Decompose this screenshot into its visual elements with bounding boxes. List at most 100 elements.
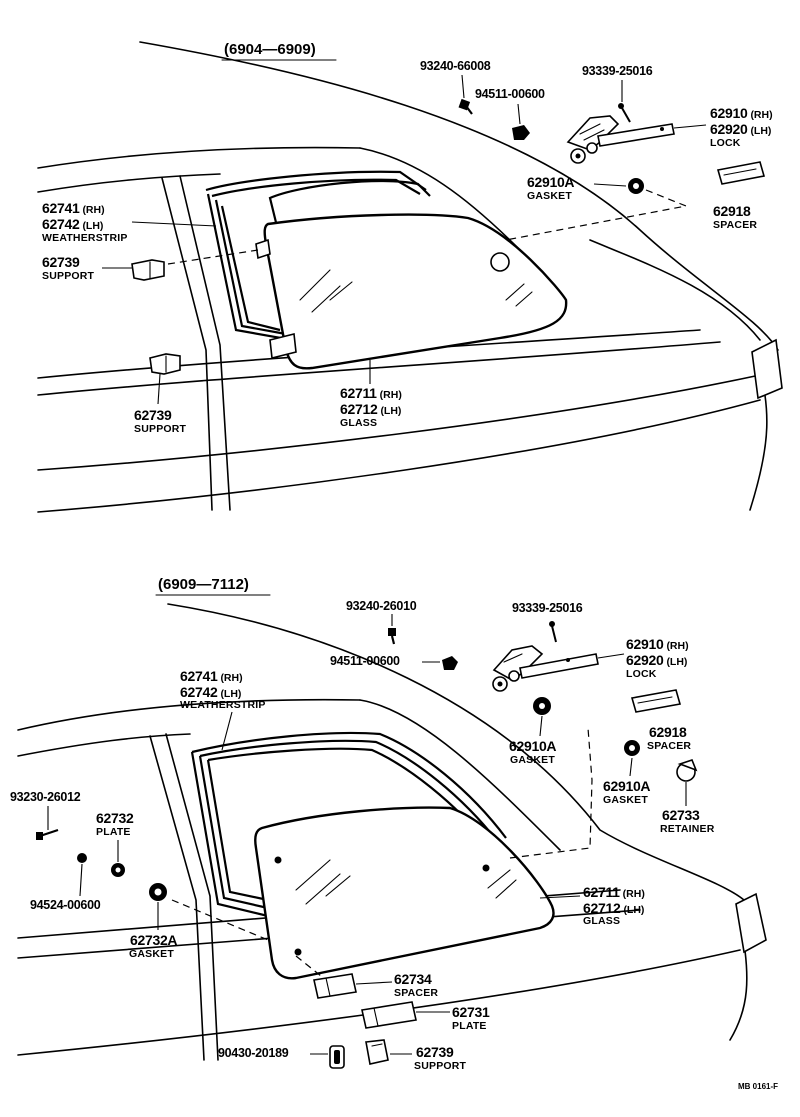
weatherstrip-name: WEATHERSTRIP bbox=[42, 232, 128, 244]
diagram-lower-header: (6909—7112) bbox=[158, 576, 249, 593]
clip-icon bbox=[329, 1045, 345, 1069]
spacer-name-lower: SPACER bbox=[647, 740, 691, 752]
lock-pn-line2-lower: 62920(LH) bbox=[626, 652, 687, 668]
gasket-a-pn: 62910A bbox=[509, 738, 556, 754]
lock-assembly-icon bbox=[566, 115, 675, 164]
screw-b-label-lower: 93339-25016 bbox=[512, 601, 583, 615]
weatherstrip-pn-line2-lower: 62742(LH) bbox=[180, 684, 241, 700]
gasket-pn: 62910A bbox=[527, 174, 574, 190]
door-post-lower-rear bbox=[165, 733, 219, 1061]
weatherstrip-top-2 bbox=[211, 178, 421, 198]
gasket-a-name: GASKET bbox=[510, 754, 555, 766]
spacer-b-pn: 62734 bbox=[394, 971, 432, 987]
weatherstrip-inner-2 bbox=[220, 205, 281, 332]
support-icon bbox=[365, 1039, 389, 1065]
spacer-b-name: SPACER bbox=[394, 987, 438, 999]
weatherstrip-pn-line1-lower: 62741(RH) bbox=[180, 668, 243, 684]
gasket-icon bbox=[149, 883, 167, 901]
glass-hole-upper bbox=[490, 252, 510, 272]
weatherstrip-lower-top bbox=[191, 731, 507, 839]
weatherstrip-lower-1 bbox=[190, 751, 269, 918]
weatherstrip-name-lower: WEATHERSTRIP bbox=[180, 699, 266, 711]
weatherstrip-inner-1 bbox=[214, 199, 287, 336]
retainer-name: RETAINER bbox=[660, 823, 715, 835]
nut-a-label: 94511-00600 bbox=[475, 87, 545, 101]
lock-assembly-icon bbox=[492, 645, 599, 692]
glass-hole-2 bbox=[482, 864, 490, 872]
glass-hole-3 bbox=[294, 948, 302, 956]
gasket-icon bbox=[533, 697, 551, 715]
screw-icon bbox=[388, 628, 396, 645]
support-lower-name: SUPPORT bbox=[134, 423, 187, 435]
plate-b-name: PLATE bbox=[452, 1020, 487, 1032]
weatherstrip-pn-line1: 62741(RH) bbox=[42, 200, 105, 216]
beltline-top bbox=[37, 146, 361, 169]
gasket-b-name: GASKET bbox=[603, 794, 648, 806]
spacer-name: SPACER bbox=[713, 219, 757, 231]
spacer-icon bbox=[313, 973, 357, 999]
nut-b-label: 94524-00600 bbox=[30, 898, 101, 912]
glass-pn-line1-lower: 62711(RH) bbox=[583, 884, 645, 900]
support-pn-lower: 62739 bbox=[416, 1044, 454, 1060]
tail-lamp-lower bbox=[735, 892, 767, 954]
lock-name: LOCK bbox=[710, 137, 741, 149]
sill-line-2 bbox=[37, 399, 761, 513]
screw-c-label: 93230-26012 bbox=[10, 790, 81, 804]
sill-line bbox=[37, 374, 761, 471]
support-upper-pn: 62739 bbox=[42, 254, 80, 270]
gasket-b-pn: 62910A bbox=[603, 778, 650, 794]
screw-icon bbox=[549, 621, 557, 643]
glass-name-lower: GLASS bbox=[583, 915, 620, 927]
nut-icon bbox=[442, 656, 458, 670]
plate-a-pn: 62732 bbox=[96, 810, 134, 826]
dashed-line-support bbox=[167, 249, 259, 265]
support-name-lower: SUPPORT bbox=[414, 1060, 467, 1072]
gasket-c-name: GASKET bbox=[129, 948, 174, 960]
beltline-lower-inner bbox=[17, 733, 191, 757]
weatherstrip-pn-line2: 62742(LH) bbox=[42, 216, 103, 232]
screw-icon bbox=[618, 103, 631, 123]
glass-pn-line1: 62711(RH) bbox=[340, 385, 402, 401]
side-glass-upper bbox=[263, 213, 568, 370]
nut-icon bbox=[77, 853, 87, 863]
rear-pillar bbox=[589, 239, 761, 341]
window-rear-lower bbox=[359, 699, 561, 851]
side-glass-lower bbox=[254, 806, 555, 980]
roof-line-lower bbox=[167, 603, 745, 901]
screw-b-label: 93339-25016 bbox=[582, 64, 653, 78]
retainer-icon bbox=[676, 759, 698, 782]
weatherstrip-top bbox=[205, 170, 427, 192]
glass-hole-1 bbox=[274, 856, 282, 864]
gasket-name: GASKET bbox=[527, 190, 572, 202]
beltline-lower-2 bbox=[37, 341, 721, 396]
plate-icon bbox=[361, 1001, 417, 1029]
gasket-icon bbox=[628, 178, 644, 194]
glass-reflection-lower bbox=[295, 859, 517, 905]
plate-b-pn: 62731 bbox=[452, 1004, 490, 1020]
reference-code: MB 0161-F bbox=[738, 1082, 778, 1091]
screw-a-label: 93240-66008 bbox=[420, 59, 491, 73]
beltline-lower-top bbox=[17, 698, 361, 731]
support-upper-name: SUPPORT bbox=[42, 270, 95, 282]
door-post-lower-front bbox=[149, 735, 205, 1061]
dashed-line-retainer bbox=[509, 727, 593, 859]
support-icon bbox=[131, 259, 165, 281]
weatherstrip-lower-2 bbox=[198, 755, 269, 910]
roof-line bbox=[139, 41, 779, 351]
dashed-line-plate bbox=[171, 899, 269, 941]
weatherstrip-frame-lower bbox=[190, 731, 507, 918]
screw-icon bbox=[458, 98, 473, 115]
frame-clip-1 bbox=[255, 238, 271, 260]
support-icon bbox=[149, 353, 181, 375]
spacer-icon bbox=[716, 161, 766, 185]
screw-icon bbox=[36, 828, 59, 840]
nut-icon bbox=[512, 125, 530, 140]
diagram-upper: (6904—6909) bbox=[37, 41, 783, 513]
lock-pn-line1-lower: 62910(RH) bbox=[626, 636, 689, 652]
tail-lamp-upper bbox=[751, 338, 783, 400]
weatherstrip-lower-top2 bbox=[199, 739, 499, 843]
dashed-line-spacer bbox=[295, 955, 327, 981]
weatherstrip-lower-3 bbox=[206, 759, 269, 902]
